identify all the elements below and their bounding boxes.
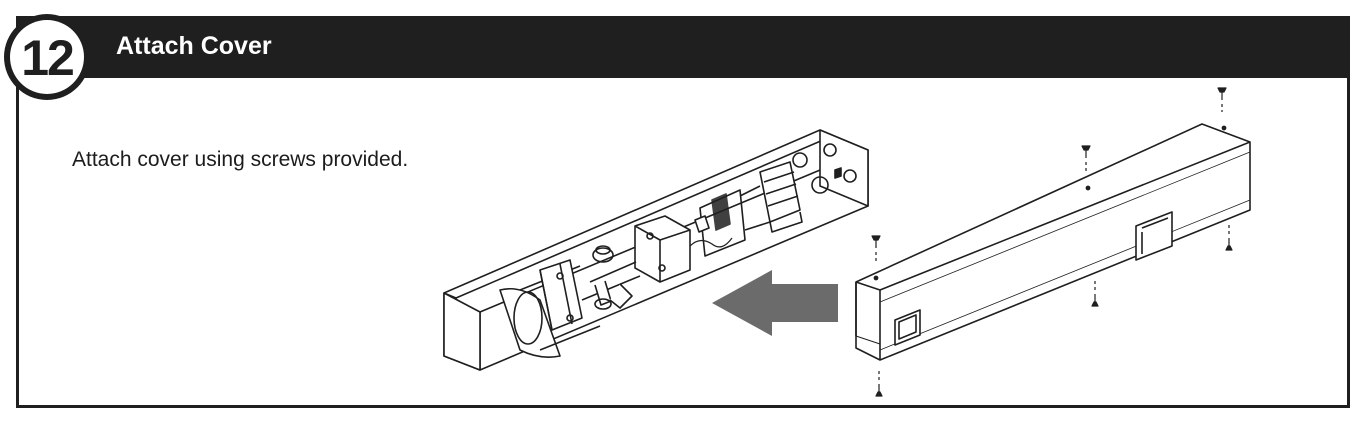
step-number-badge: 12: [10, 20, 84, 94]
screws-drawing: [871, 87, 1233, 397]
step-title: Attach Cover: [116, 32, 272, 60]
direction-arrow: [712, 270, 838, 336]
step-header-bar: [16, 16, 1350, 78]
step-number: 12: [21, 30, 75, 86]
cover-drawing: [855, 123, 1251, 361]
instruction-text: Attach cover using screws provided.: [72, 148, 409, 171]
operator-unit-drawing: [443, 129, 869, 371]
